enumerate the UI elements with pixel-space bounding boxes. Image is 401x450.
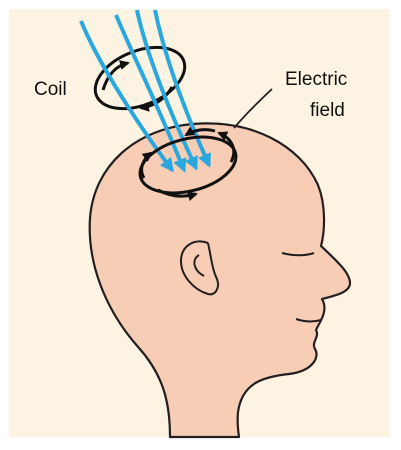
- electric-field-label-line1: Electric: [285, 70, 347, 89]
- coil-label: Coil: [34, 80, 67, 99]
- head-profile: [90, 123, 350, 437]
- coil-loop: [86, 35, 193, 120]
- head-outline: [90, 123, 350, 437]
- electric-field-label-line2: field: [310, 101, 345, 120]
- electric-field-pointer: [234, 89, 272, 128]
